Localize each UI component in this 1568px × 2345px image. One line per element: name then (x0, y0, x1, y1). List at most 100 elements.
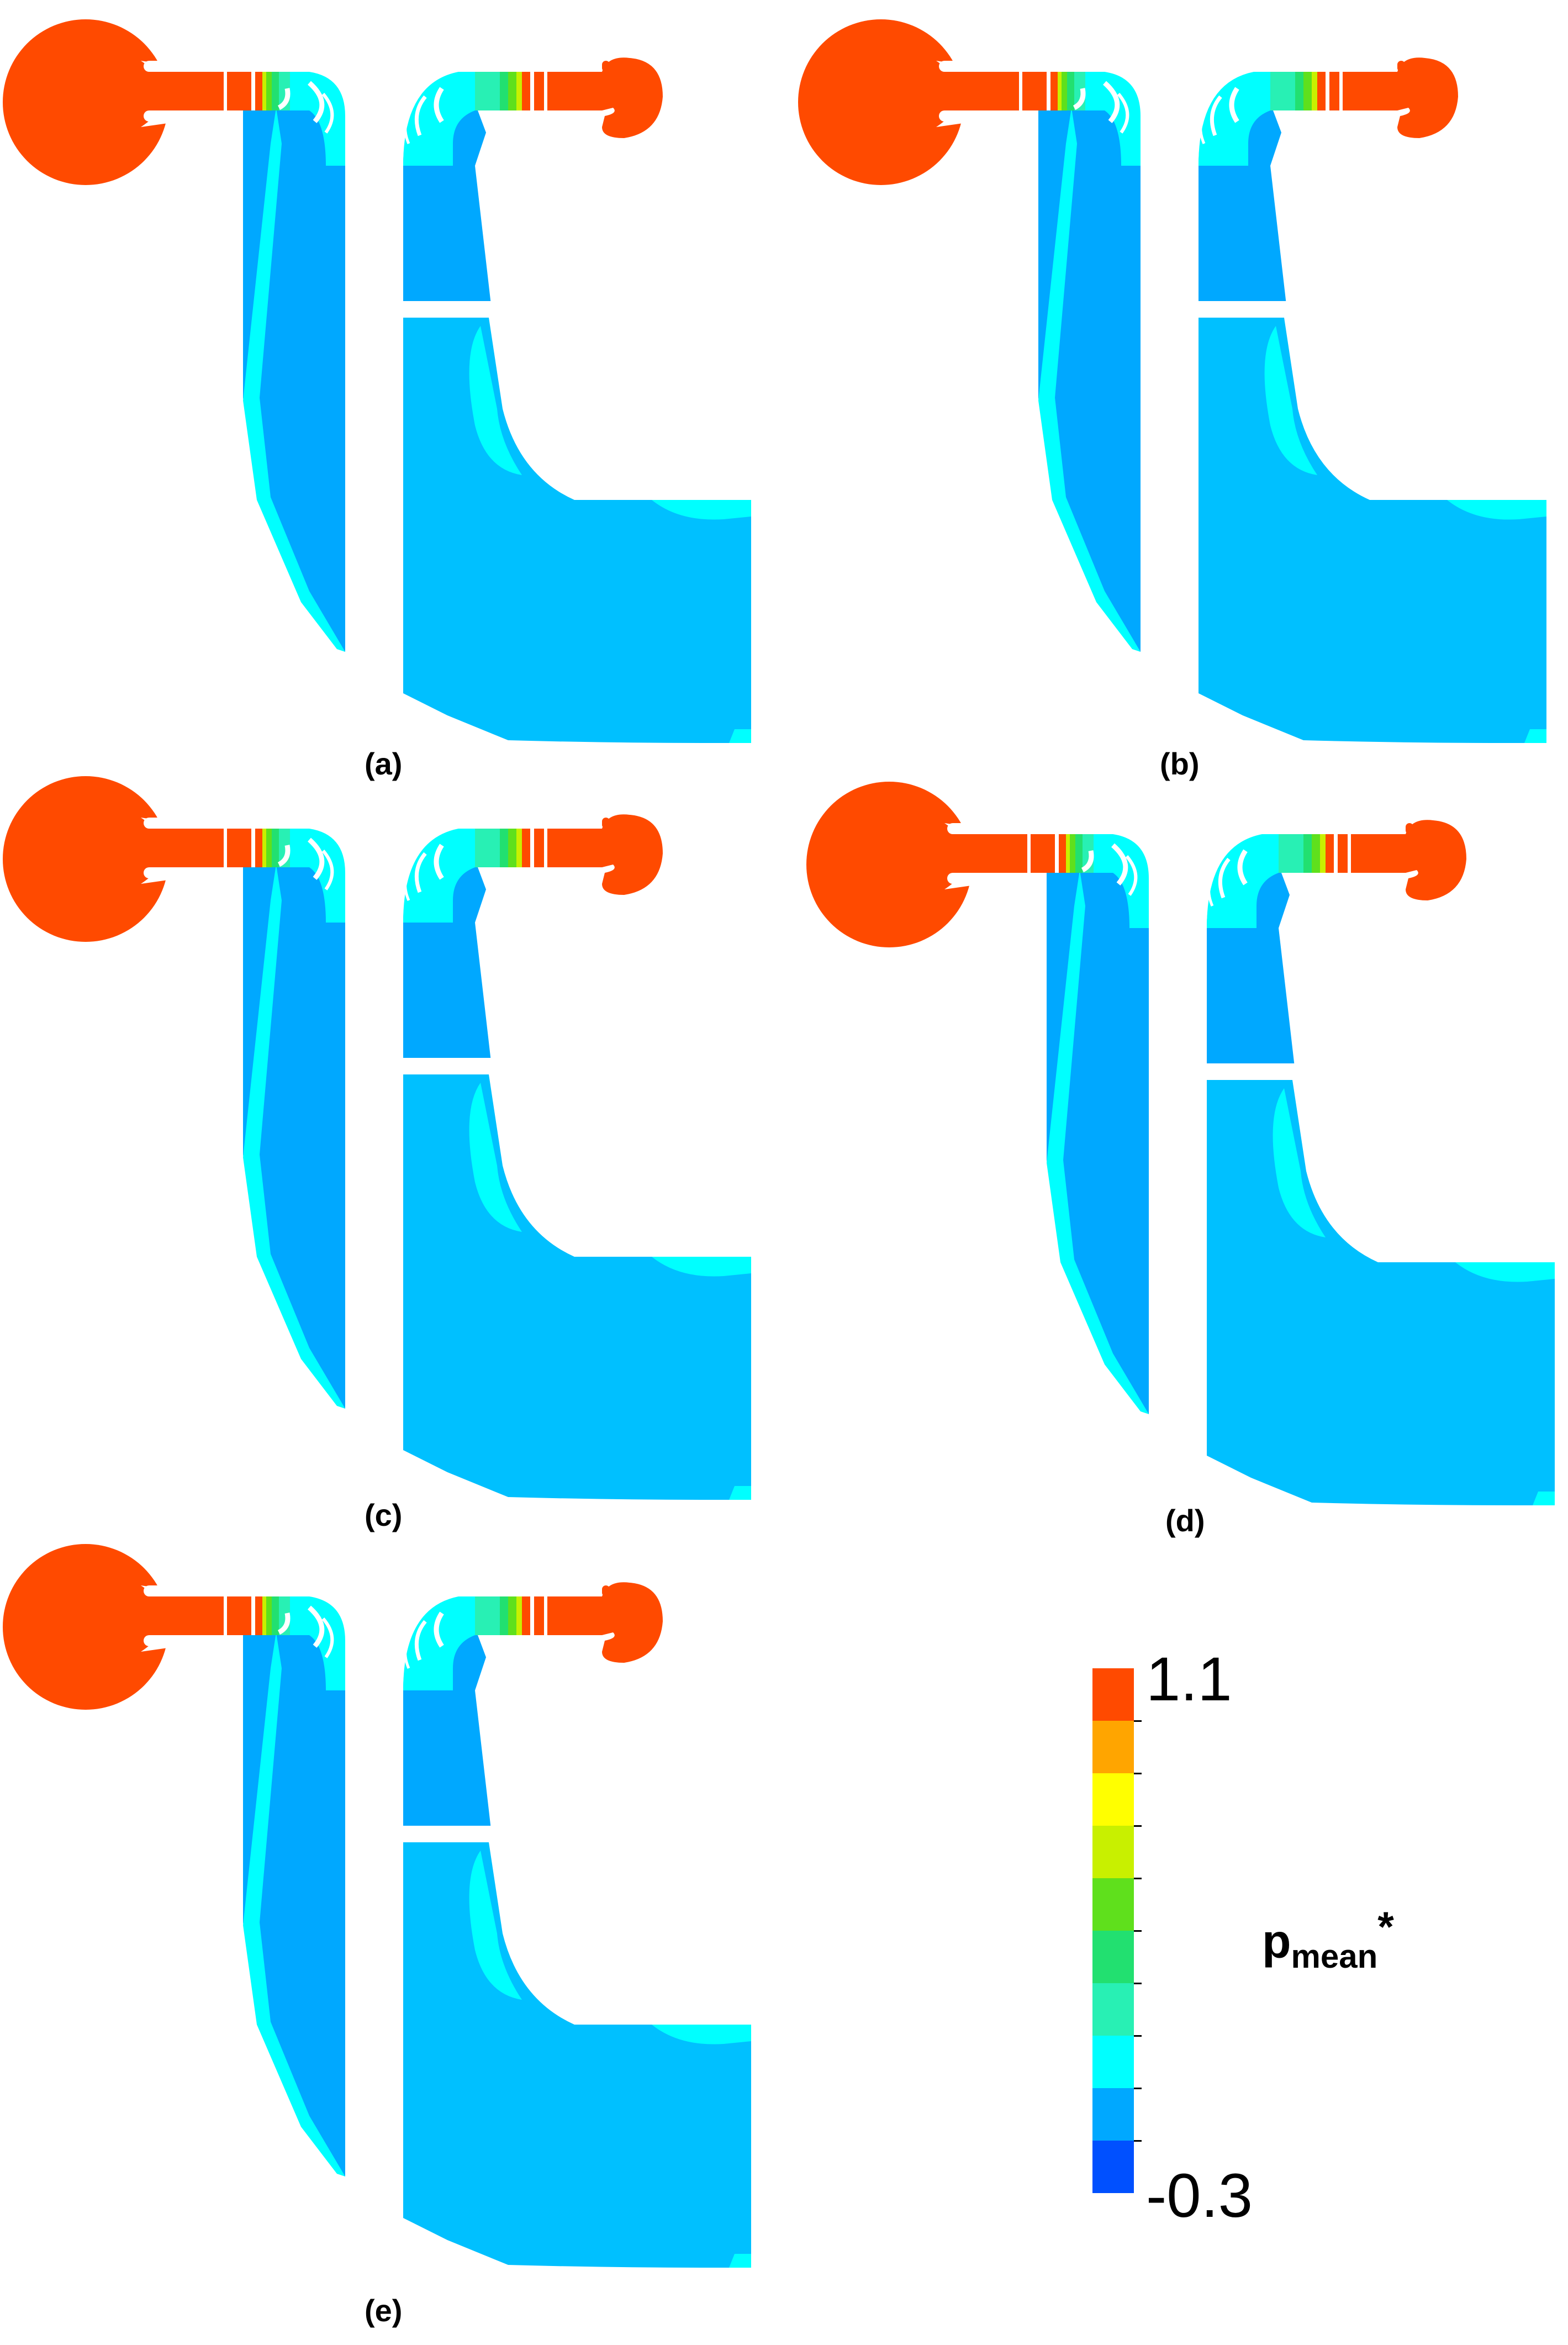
colorbar-swatch (1092, 1721, 1134, 1773)
shroud-gap (395, 301, 492, 312)
right-passage-band (1312, 834, 1320, 873)
left-channel-low-pressure-zone (1038, 108, 1141, 652)
right-separation-zone (469, 1083, 522, 1232)
left-passage-band (255, 72, 262, 110)
colorbar-max-label: 1.1 (1146, 1645, 1232, 1714)
right-lower-channel (1199, 318, 1546, 743)
left-passage-band (251, 72, 255, 110)
right-passage-band (544, 1596, 547, 1635)
left-guide-vane (307, 1605, 325, 1648)
left-plenum-disk (806, 782, 972, 947)
colorbar-tick (1134, 1773, 1142, 1774)
right-passage-band (1351, 834, 1406, 873)
panel-label: (a) (365, 746, 403, 781)
outlet-corner-zone (729, 729, 751, 743)
left-plenum-disk (798, 19, 964, 185)
contour-panel (795, 0, 1563, 751)
right-outlet-tab (602, 1585, 610, 1596)
right-passage-band (475, 1596, 500, 1635)
left-passage-band (1085, 72, 1105, 110)
variable-symbol: p (1262, 1915, 1291, 1968)
right-guide-vane (434, 1611, 444, 1648)
right-passage-band (500, 829, 508, 867)
right-passage-band (1326, 72, 1329, 110)
left-passage-band (1058, 72, 1062, 110)
pressure-contour-diagram (806, 782, 1555, 1505)
shroud-gap (395, 1826, 492, 1837)
right-outlet-tab (1397, 61, 1405, 72)
right-passage-band (516, 1596, 522, 1635)
outlet-corner-zone (729, 1486, 751, 1500)
right-guide-vane (434, 844, 444, 880)
panel-label: (c) (365, 1498, 403, 1532)
colorbar-swatch (1092, 2036, 1134, 2088)
right-outlet-tab (1406, 823, 1413, 834)
pressure-contour-diagram (3, 19, 751, 743)
left-passage-band (240, 72, 251, 110)
right-passage-band (1348, 834, 1351, 873)
right-outlet-tab (602, 61, 610, 72)
left-passage-band (251, 829, 255, 867)
left-channel-low-pressure-zone (243, 865, 345, 1409)
right-separation-zone (1273, 1088, 1326, 1237)
outlet-corner-zone (1524, 729, 1546, 743)
right-passage-band (547, 1596, 602, 1635)
panel-label: (e) (365, 2293, 403, 2328)
colorbar-tick (1134, 2140, 1142, 2142)
right-guide-vane (1218, 857, 1231, 899)
colorbar-swatch (1092, 1931, 1134, 1983)
left-passage-band (272, 1596, 279, 1635)
shroud-gap (395, 1058, 492, 1069)
colorbar-tick (1134, 1720, 1142, 1722)
right-passage-band (547, 72, 602, 110)
right-lower-channel (403, 318, 751, 743)
contour-panel (0, 757, 768, 1508)
right-lower-channel (403, 1074, 751, 1500)
left-guide-vane (321, 1617, 334, 1658)
right-passage-band (1326, 834, 1334, 873)
colorbar-swatch (1092, 1983, 1134, 2036)
right-guide-vane (1210, 95, 1222, 136)
right-guide-vane (414, 95, 427, 136)
left-passage-band (272, 829, 279, 867)
colorbar-swatch (1092, 2088, 1134, 2141)
left-passage-band (1066, 834, 1070, 873)
pressure-contour-diagram (3, 776, 751, 1500)
right-passage-band (530, 1596, 534, 1635)
colorbar-tick (1134, 1878, 1142, 1879)
right-bend (1207, 834, 1301, 928)
outlet-corner-zone (1533, 1492, 1555, 1505)
colorbar-swatch (1092, 1878, 1134, 1931)
panel-label: (b) (1160, 746, 1200, 781)
right-bend (1199, 72, 1292, 166)
left-guide-vane (307, 81, 325, 123)
right-passage-band (534, 1596, 544, 1635)
left-lower-slot (947, 873, 1002, 884)
right-passage-band (522, 1596, 530, 1635)
left-plenum-disk (3, 1544, 168, 1710)
right-outlet-tab (602, 818, 610, 829)
right-passage-band (1279, 834, 1303, 873)
contour-panel (0, 1525, 768, 2276)
right-passage-band (500, 1596, 508, 1635)
left-stem-divider (224, 1596, 227, 1635)
left-upper-slot (947, 823, 1002, 834)
left-passage-band (290, 829, 309, 867)
left-upper-slot (144, 61, 199, 72)
right-passage-band (530, 829, 534, 867)
right-passage-band (522, 72, 530, 110)
right-guide-vane (1237, 849, 1248, 886)
colorbar-swatch (1092, 1668, 1134, 1721)
right-passage-band (508, 72, 516, 110)
right-guide-vane (1207, 869, 1217, 907)
left-passage-band (1050, 72, 1058, 110)
colorbar-tick (1134, 1983, 1142, 1984)
pressure-contour-diagram (798, 19, 1546, 743)
left-passage-band (266, 72, 272, 110)
left-passage-band (255, 829, 262, 867)
right-passage-band (508, 1596, 516, 1635)
right-passage-band (475, 829, 500, 867)
left-guide-vane (307, 837, 325, 880)
left-passage-band (266, 829, 272, 867)
left-passage-band (266, 1596, 272, 1635)
